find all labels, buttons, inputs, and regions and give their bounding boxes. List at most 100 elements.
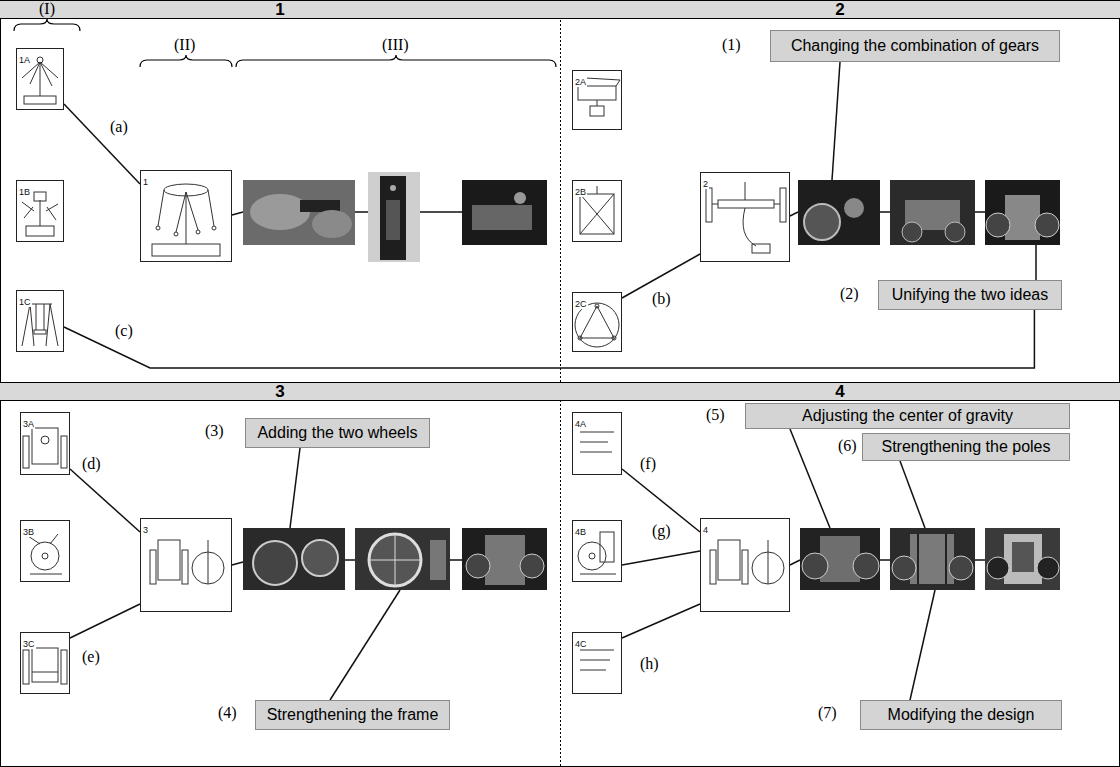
connector	[70, 469, 140, 532]
sketch-drawing	[600, 532, 614, 562]
brace	[236, 55, 556, 67]
sketch-drawing	[50, 304, 58, 346]
photo	[890, 180, 975, 245]
callout-number: (7)	[818, 704, 837, 721]
sketch-id: 3C	[22, 639, 36, 649]
chain-line	[232, 212, 243, 215]
sketch-drawing	[580, 670, 606, 671]
panel-header: 4	[560, 382, 1120, 401]
photo	[804, 204, 840, 240]
sketch-drawing	[24, 207, 33, 218]
callout-box: Changing the combination of gears	[770, 30, 1060, 62]
sketch-drawing	[768, 540, 769, 584]
idea-sketch-box: 2A	[572, 70, 622, 130]
panel: 3Adding the two wheels3A3B3C3Strengtheni…	[0, 382, 560, 767]
sketch-id: 4B	[574, 527, 587, 537]
sketch-drawing	[580, 194, 614, 234]
photo	[462, 180, 547, 245]
photo	[520, 554, 544, 578]
chain-line	[790, 212, 798, 216]
idea-sketch-box: 4B	[572, 520, 622, 582]
sketch-drawing	[580, 650, 614, 651]
brace	[14, 19, 556, 67]
sketch-drawing	[44, 304, 45, 330]
sketch-drawing	[774, 204, 780, 205]
photo	[485, 535, 525, 585]
chain-line	[975, 559, 985, 561]
label-holder: (c)	[115, 322, 133, 340]
chain-line	[450, 559, 462, 561]
label-holder: (4)	[218, 704, 237, 722]
sketch-id: 2B	[574, 187, 587, 197]
connector	[622, 604, 700, 638]
sketch-drawing	[47, 207, 56, 220]
callout-number: (2)	[840, 285, 859, 302]
callout-number: (e)	[82, 648, 100, 665]
callout-number: (g)	[652, 522, 671, 539]
sketch-id: 1A	[18, 55, 31, 65]
callout-number: (h)	[640, 655, 659, 672]
chain-line	[880, 559, 890, 561]
sketch-drawing	[743, 208, 756, 246]
callout-number: (a)	[110, 118, 128, 135]
sketch-drawing	[32, 648, 58, 682]
sketch-drawing	[152, 244, 220, 256]
panel: 2Changing the combination of gears2A2B2C…	[560, 0, 1120, 382]
sketch-drawing	[578, 336, 582, 340]
photo	[890, 528, 975, 590]
sketch-drawing	[718, 200, 774, 208]
sketch-id: 4A	[574, 419, 587, 429]
idea-sketch-box: 1C	[16, 290, 64, 352]
concept-sketch-box: 4	[700, 518, 790, 612]
chain-line	[880, 211, 890, 213]
sketch-drawing	[40, 62, 58, 78]
photo	[1037, 557, 1059, 579]
sketch-id: 3B	[22, 527, 35, 537]
sketch-id: 1B	[18, 187, 31, 197]
leader-line	[290, 62, 1036, 700]
callout-number: (I)	[39, 0, 55, 17]
label-holder: (II)	[174, 36, 195, 54]
sketch-drawing	[580, 574, 616, 575]
sketch-drawing	[50, 534, 58, 544]
sketch-id: 1C	[18, 297, 32, 307]
chain-line	[355, 211, 368, 213]
photo	[1004, 534, 1042, 584]
leader-line	[1035, 245, 1037, 280]
sketch-drawing	[30, 304, 34, 346]
sketch-drawing	[578, 542, 606, 570]
sketch-drawing	[22, 57, 786, 684]
sketch-drawing	[580, 432, 614, 433]
connector	[64, 310, 1034, 368]
photo	[462, 528, 547, 590]
idea-sketch-box: 4C	[572, 632, 622, 694]
label-holder: (a)	[110, 118, 128, 136]
sketch-drawing	[580, 194, 614, 234]
sketch-id: 1	[142, 177, 149, 187]
photo	[902, 222, 922, 242]
callout-box: Strengthening the frame	[255, 700, 450, 730]
connector	[622, 551, 700, 565]
sketch-id: 2C	[574, 299, 588, 309]
photo	[312, 210, 352, 238]
sketch-drawing	[196, 230, 200, 234]
chain-line	[232, 562, 243, 565]
idea-sketch-box: 3B	[20, 520, 70, 582]
callout-box: Strengthening the poles	[862, 433, 1070, 461]
callout-number: (III)	[382, 36, 409, 53]
sketch-drawing	[158, 190, 164, 226]
label-holder: (1)	[722, 36, 741, 54]
leader-line	[330, 590, 400, 700]
sketch-drawing	[580, 306, 614, 338]
sketch-drawing	[28, 536, 40, 544]
chain-line	[345, 559, 355, 561]
photo	[853, 553, 879, 579]
sketch-drawing	[580, 452, 612, 453]
label-holder: (6)	[838, 437, 857, 455]
label-holder: (b)	[652, 290, 671, 308]
sketch-drawing	[34, 192, 46, 201]
callout-text: Adding the two wheels	[257, 424, 417, 442]
